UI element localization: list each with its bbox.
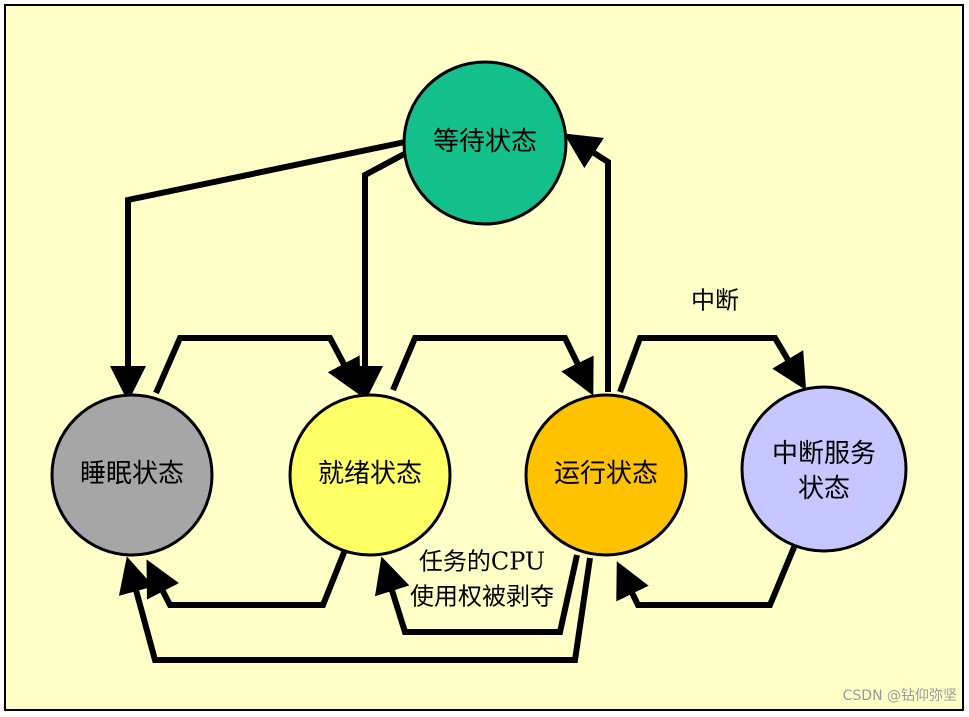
state-sleep-node (50, 393, 214, 557)
state-isr-label-line1: 中断服务 (772, 439, 876, 469)
state-wait: 等待状态 (402, 60, 568, 226)
state-isr: 中断服务 状态 (740, 385, 908, 553)
state-run: 运行状态 (524, 393, 688, 557)
state-isr-label-line2: 状态 (798, 474, 850, 504)
edge-wait-to-sleep (110, 139, 406, 402)
state-sleep: 睡眠状态 (50, 393, 214, 557)
edge-label-preempt-line1: 任务的CPU (419, 548, 545, 576)
state-run-label: 运行状态 (554, 459, 658, 489)
watermark: CSDN @钻仰弥坚 (843, 687, 957, 704)
state-ready-node (288, 393, 452, 557)
edge-label-preempt-line2: 使用权被剥夺 (410, 583, 554, 611)
edge-ready-to-sleep (146, 548, 348, 608)
edge-sleep-to-ready (153, 335, 361, 396)
edge-run-to-wait (563, 133, 611, 392)
edge-run-to-isr (617, 335, 807, 394)
edges (110, 133, 807, 663)
state-sleep-label: 睡眠状态 (80, 459, 184, 489)
edge-run-to-ready (374, 554, 580, 635)
state-run-node (524, 393, 688, 557)
state-wait-label: 等待状态 (433, 127, 537, 157)
edge-label-interrupt: 中断 (691, 287, 739, 315)
state-isr-node (740, 385, 908, 553)
state-ready: 就绪状态 (288, 393, 452, 557)
edge-run-to-sleep (118, 556, 593, 663)
edge-isr-to-run (616, 543, 798, 608)
edge-ready-to-run (390, 335, 594, 396)
edge-wait-to-ready (347, 149, 410, 402)
state-ready-label: 就绪状态 (318, 459, 422, 489)
state-wait-node (402, 60, 568, 226)
